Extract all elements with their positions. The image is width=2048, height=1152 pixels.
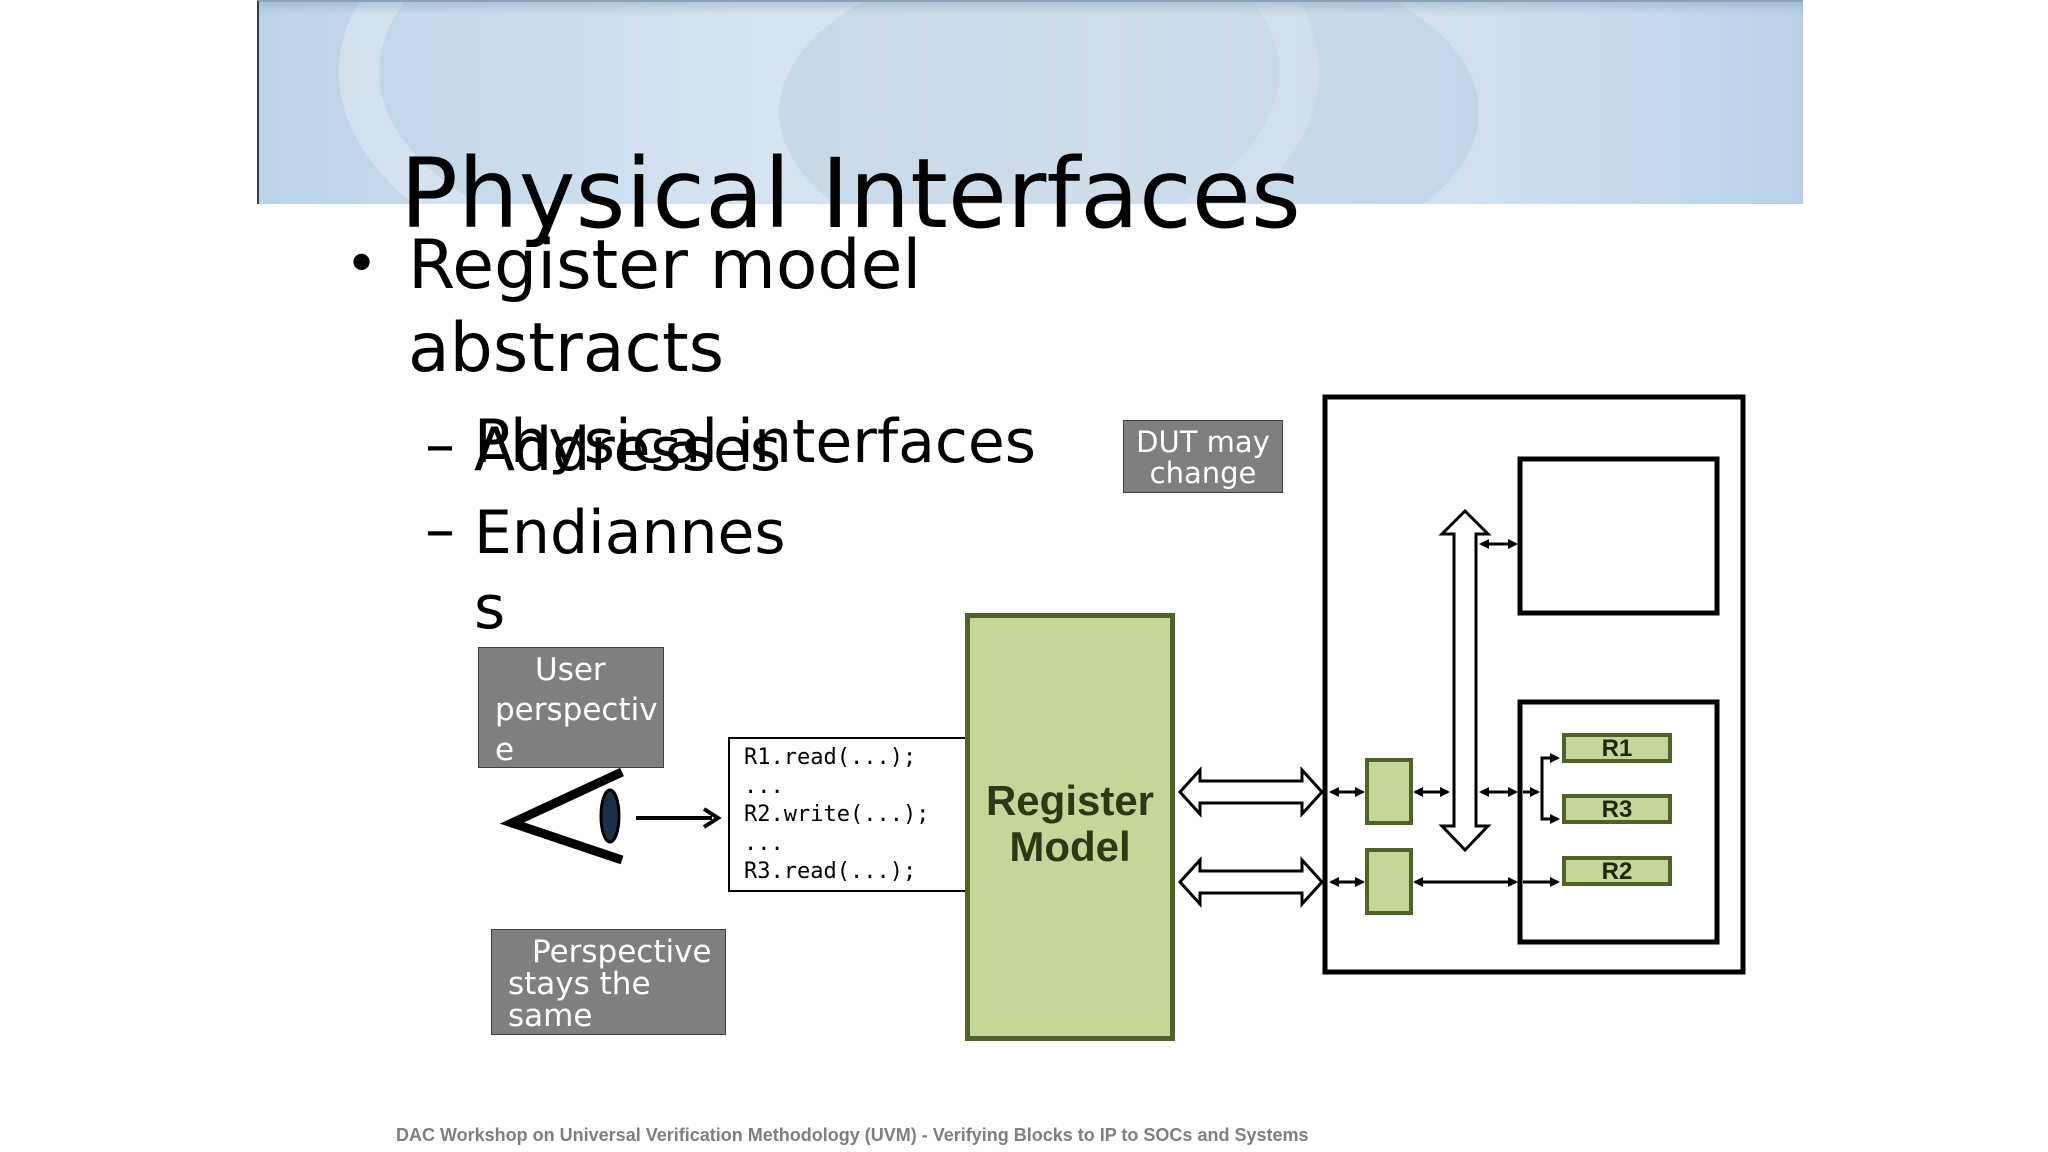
dut-label-line1: DUT may: [1136, 425, 1270, 459]
user-label-line2: perspectiv: [495, 692, 658, 728]
register-model-block: [965, 613, 1175, 1041]
user-label-line3: e: [495, 732, 515, 768]
dut-label-line2: change: [1149, 456, 1257, 490]
dut-register-block: [1517, 699, 1720, 945]
dut-may-change-label: DUT may change: [1123, 420, 1283, 493]
register-r2: R2: [1562, 856, 1672, 886]
sub-bullet-marker-1: –: [425, 410, 455, 480]
code-line: ...: [744, 773, 784, 799]
code-line: R2.write(...);: [744, 802, 930, 827]
connector: [1540, 753, 1560, 807]
double-arrow-icon: [1177, 766, 1325, 818]
slide-title: Physical Interfaces: [400, 138, 1301, 250]
register-model-label-line2: Model: [1009, 823, 1131, 870]
connector: [1540, 792, 1560, 824]
user-perspective-label: User perspectiv e: [478, 647, 664, 768]
sub-bullet-marker-2: –: [425, 495, 455, 565]
perspective-stays-label: Perspective stays the same: [491, 929, 726, 1035]
perspective-line2: stays the: [508, 966, 651, 1002]
dut-outer-box: [1322, 394, 1746, 975]
user-label-line1: User: [535, 652, 606, 688]
perspective-line1: Perspective: [532, 934, 712, 970]
banner-shape: [779, 2, 1479, 204]
bullet-marker: •: [345, 232, 379, 297]
interface-block: [1365, 848, 1413, 915]
register-r1: R1: [1562, 733, 1672, 763]
code-line: R3.read(...);: [744, 859, 917, 884]
code-line: R1.read(...);: [744, 745, 917, 770]
sub-bullet-physical-interfaces: Physical interfaces: [474, 407, 1037, 477]
sub-bullet-endianness-line1: Endiannes: [474, 498, 786, 568]
double-arrow-icon: [1177, 856, 1325, 908]
register-r3: R3: [1562, 794, 1672, 824]
interface-block: [1365, 758, 1413, 825]
perspective-line3: same: [508, 998, 593, 1034]
eye-icon: [499, 767, 624, 865]
sub-bullet-addresses: Addresses: [474, 415, 782, 485]
sub-bullet-endianness-line2: s: [474, 573, 506, 643]
right-arrow-icon: [636, 807, 722, 829]
bullet-text-line1: Register model: [408, 226, 922, 305]
banner-shade: [259, 2, 1803, 14]
slide-footer: DAC Workshop on Universal Verification M…: [396, 1125, 1309, 1145]
header-banner: [257, 0, 1803, 204]
code-line: ...: [744, 830, 784, 856]
bus-double-arrow-icon: [1438, 508, 1492, 853]
dut-top-block: [1517, 456, 1720, 616]
register-model-label-line1: Register: [985, 777, 1155, 824]
register-model-label: Register Model: [965, 778, 1175, 870]
bullet-text-line2: abstracts: [408, 309, 725, 388]
